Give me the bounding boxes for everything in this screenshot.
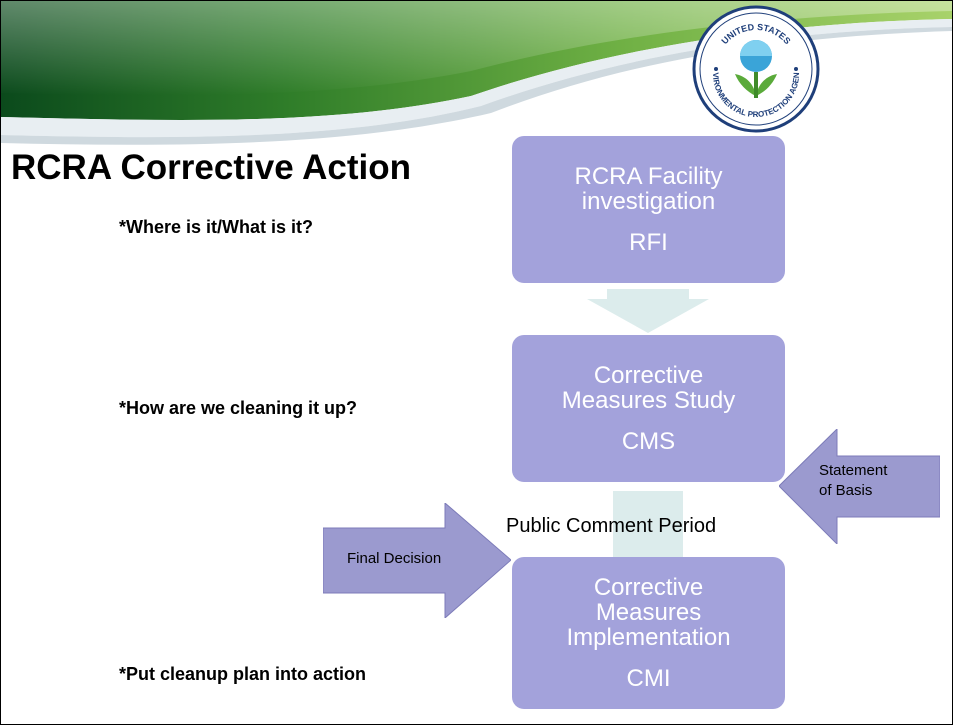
slide-title: RCRA Corrective Action bbox=[11, 148, 411, 187]
step-rfi-line-1: RCRA Facility bbox=[574, 162, 723, 190]
step-cms-box: Corrective Measures Study CMS bbox=[512, 335, 785, 482]
statement-of-basis-line-2: of Basis bbox=[819, 482, 873, 500]
question-how: *How are we cleaning it up? bbox=[119, 398, 358, 418]
step-cmi-box: Corrective Measures Implementation CMI bbox=[512, 557, 785, 709]
down-arrow-icon bbox=[613, 491, 683, 557]
final-decision-label: Final Decision bbox=[347, 550, 442, 567]
question-action: *Put cleanup plan into action bbox=[119, 664, 367, 684]
step-rfi-code: RFI bbox=[629, 229, 668, 257]
question-where: *Where is it/What is it? bbox=[119, 217, 314, 237]
step-cms-code: CMS bbox=[621, 428, 676, 456]
step-cmi-code: CMI bbox=[626, 665, 671, 693]
step-cms-line-1: Corrective bbox=[593, 361, 704, 389]
step-cms-line-2: Measures Study bbox=[561, 386, 736, 414]
down-arrow-icon bbox=[587, 289, 709, 333]
epa-logo: UNITED STATES ENVIRONMENTAL PROTECTION A… bbox=[691, 4, 820, 133]
statement-of-basis-line-1: Statement bbox=[819, 462, 888, 479]
left-arrow-icon bbox=[779, 429, 940, 544]
step-rfi-box: RCRA Facility investigation RFI bbox=[512, 136, 785, 283]
right-arrow-icon bbox=[323, 503, 511, 618]
step-cmi-line-3: Implementation bbox=[566, 624, 731, 651]
step-cmi-line-1: Corrective bbox=[593, 573, 704, 601]
statement-of-basis-label: Statement of Basis bbox=[819, 461, 929, 502]
step-cmi-line-2: Measures bbox=[595, 598, 702, 626]
public-comment-label: Public Comment Period bbox=[506, 515, 717, 537]
step-rfi-line-2: investigation bbox=[581, 187, 716, 215]
